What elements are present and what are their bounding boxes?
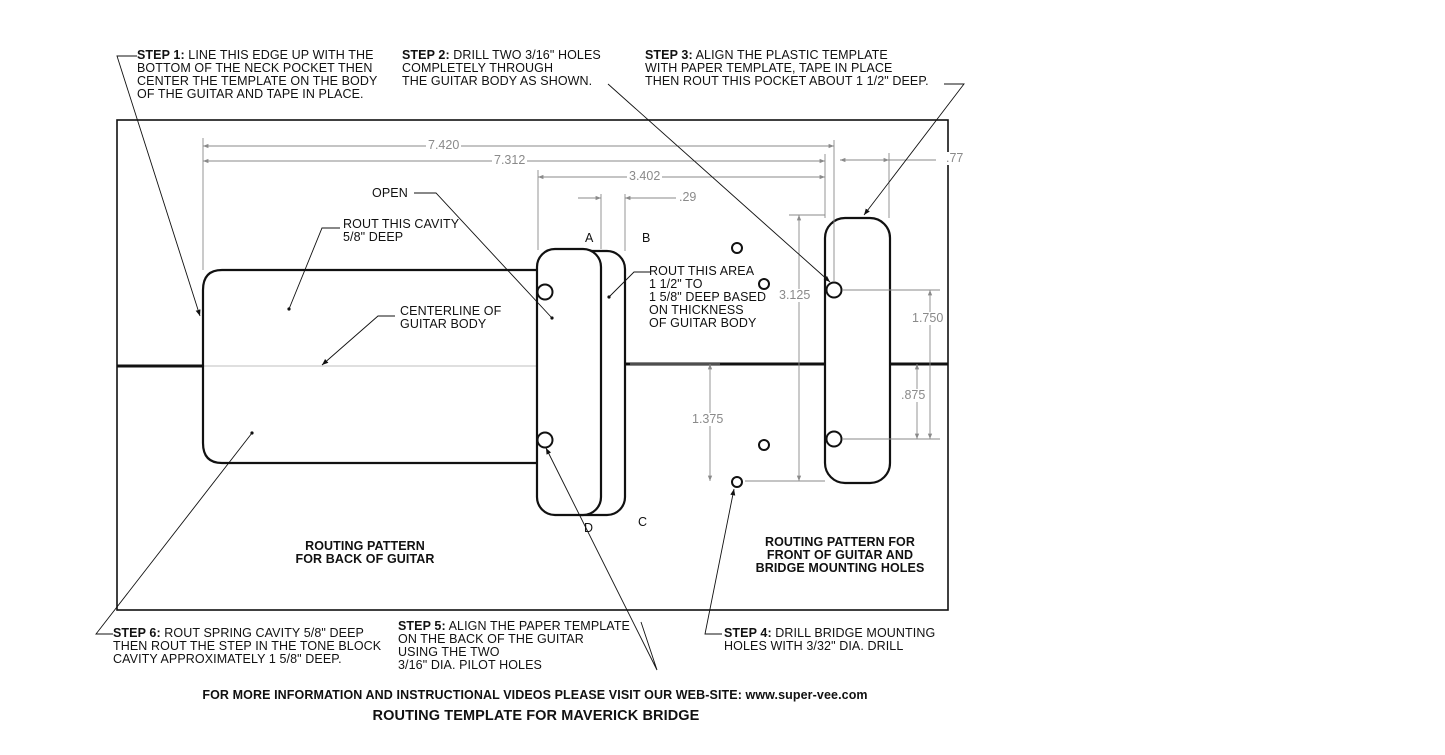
tone-block-a [535, 247, 603, 517]
dim-3402: 3.402 [627, 169, 663, 183]
bridge-pocket-hole-top [825, 281, 843, 299]
dim-0875: .875 [899, 388, 928, 402]
step5-note: STEP 5: ALIGN THE PAPER TEMPLATE ON THE … [398, 619, 630, 672]
back-pattern-label: ROUTING PATTERN FOR BACK OF GUITAR [295, 539, 435, 566]
footer-info: FOR MORE INFORMATION AND INSTRUCTIONAL V… [202, 688, 868, 702]
step3-label: STEP 3: [645, 48, 693, 62]
step3-note: STEP 3: ALIGN THE PLASTIC TEMPLATE WITH … [645, 48, 929, 88]
dim-3125: 3.125 [777, 288, 813, 302]
mounting-hole-2 [758, 278, 770, 290]
step2-note: STEP 2: DRILL TWO 3/16" HOLES COMPLETELY… [402, 48, 601, 88]
step5-label: STEP 5: [398, 619, 446, 633]
mounting-hole-3 [758, 439, 770, 451]
leader-lines [95, 55, 965, 671]
step4-label: STEP 4: [724, 626, 772, 640]
letter-c: C [638, 515, 648, 529]
step1-note: STEP 1: LINE THIS EDGE UP WITH THE BOTTO… [137, 48, 378, 101]
dim-7312: 7.312 [492, 153, 528, 167]
mounting-hole-4 [731, 476, 743, 488]
pilot-hole-bottom [536, 431, 554, 449]
centerline-note: CENTERLINE OF GUITAR BODY [400, 304, 502, 331]
dim-7420: 7.420 [426, 138, 462, 152]
letter-b: B [642, 231, 651, 245]
spring-cavity [201, 268, 545, 465]
letter-a: A [585, 231, 594, 245]
rout-cavity-note: ROUT THIS CAVITY 5/8" DEEP [343, 217, 460, 244]
letter-d: D [584, 521, 594, 535]
rout-area-note: ROUT THIS AREA 1 1/2" TO 1 5/8" DEEP BAS… [649, 264, 767, 330]
bridge-pocket [823, 216, 892, 485]
mounting-hole-1 [731, 242, 743, 254]
front-pattern-label: ROUTING PATTERN FOR FRONT OF GUITAR AND … [755, 535, 925, 575]
step2-label: STEP 2: [402, 48, 450, 62]
dim-1375: 1.375 [690, 412, 726, 426]
dim-1750: 1.750 [910, 311, 946, 325]
bridge-pocket-hole-bottom [825, 430, 843, 448]
dim-077: .77 [944, 151, 966, 165]
step6-label: STEP 6: [113, 626, 161, 640]
step6-note: STEP 6: ROUT SPRING CAVITY 5/8" DEEP THE… [113, 626, 382, 666]
step4-note: STEP 4: DRILL BRIDGE MOUNTING HOLES WITH… [724, 626, 936, 653]
footer-title: ROUTING TEMPLATE FOR MAVERICK BRIDGE [372, 708, 700, 724]
open-note: OPEN [372, 186, 408, 200]
dim-029: .29 [677, 190, 699, 204]
pilot-hole-top [536, 283, 554, 301]
step1-label: STEP 1: [137, 48, 185, 62]
